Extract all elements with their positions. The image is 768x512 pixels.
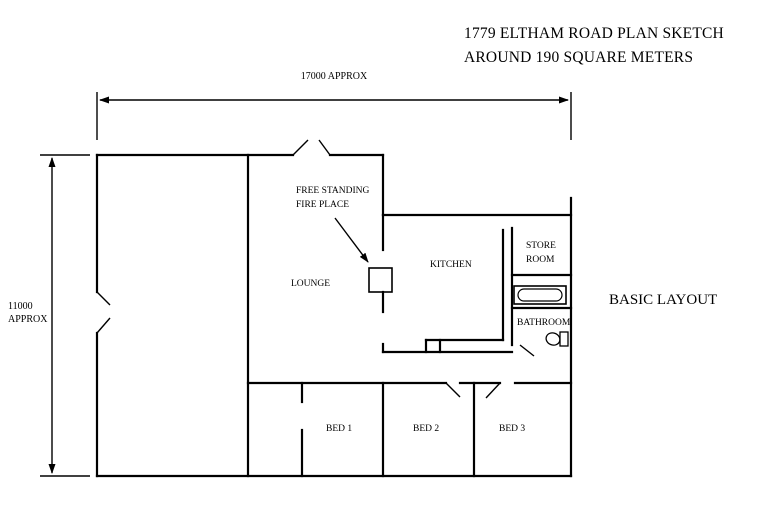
height-dimension-label-2: APPROX <box>8 314 48 325</box>
door-swings <box>96 139 535 399</box>
basic-layout-label: BASIC LAYOUT <box>609 292 717 308</box>
bathtub-icon <box>513 285 567 305</box>
plan-title-line-1: 1779 ELTHAM ROAD PLAN SKETCH <box>464 25 724 42</box>
room-label-bed-3: BED 3 <box>499 424 525 434</box>
fireplace-label-2: FIRE PLACE <box>296 200 349 210</box>
room-label-bed-2: BED 2 <box>413 424 439 434</box>
width-dimension-label: 17000 APPROX <box>301 71 368 82</box>
room-label-store-2: ROOM <box>526 255 555 265</box>
room-label-kitchen: KITCHEN <box>430 260 472 270</box>
room-label-store-1: STORE <box>526 241 556 251</box>
room-label-bed-1: BED 1 <box>326 424 352 434</box>
fireplace-label-1: FREE STANDING <box>296 186 370 196</box>
interior-walls <box>246 153 573 478</box>
room-label-lounge: LOUNGE <box>291 279 330 289</box>
height-dimension <box>40 154 90 477</box>
width-dimension <box>96 92 572 140</box>
toilet-icon <box>545 331 569 347</box>
fireplace-pointer-arrow <box>334 217 369 263</box>
outer-walls <box>95 153 573 478</box>
fireplace-symbol <box>368 267 393 293</box>
room-label-bathroom: BATHROOM <box>517 318 571 328</box>
plan-title-line-2: AROUND 190 SQUARE METERS <box>464 49 693 66</box>
height-dimension-label-1: 11000 <box>8 301 33 312</box>
